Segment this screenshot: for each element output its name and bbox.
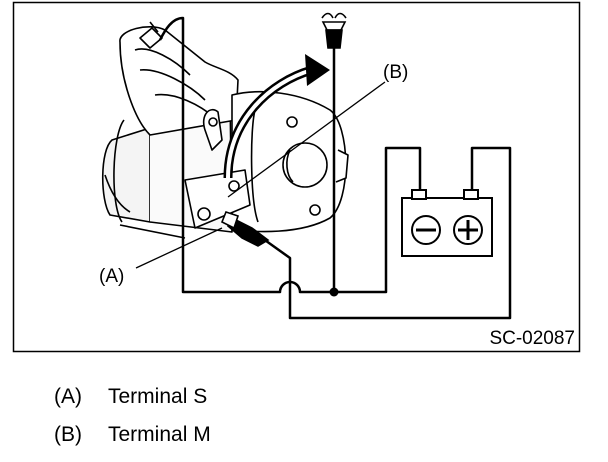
callout-b: (B): [383, 62, 408, 83]
figure-code: SC-02087: [489, 328, 575, 349]
starter-motor-icon: [101, 21, 349, 239]
callout-a: (A): [99, 266, 124, 287]
legend-key: (A): [54, 385, 82, 408]
arrow-icon: [223, 54, 330, 179]
alligator-clip-s-icon: [220, 211, 270, 247]
leader-lines: [135, 81, 386, 269]
legend-key: (B): [54, 423, 82, 446]
figure-frame: [12, 1, 581, 353]
legend-text: Terminal S: [108, 385, 208, 408]
battery-icon: [401, 189, 493, 257]
legend-text: Terminal M: [108, 423, 211, 446]
wiring: [158, 16, 512, 320]
alligator-clip-icon: [321, 12, 347, 49]
legend-item-terminal-m: (B) Terminal M: [54, 423, 211, 447]
junction-dot: [329, 287, 339, 297]
legend-item-terminal-s: (A) Terminal S: [54, 385, 207, 409]
